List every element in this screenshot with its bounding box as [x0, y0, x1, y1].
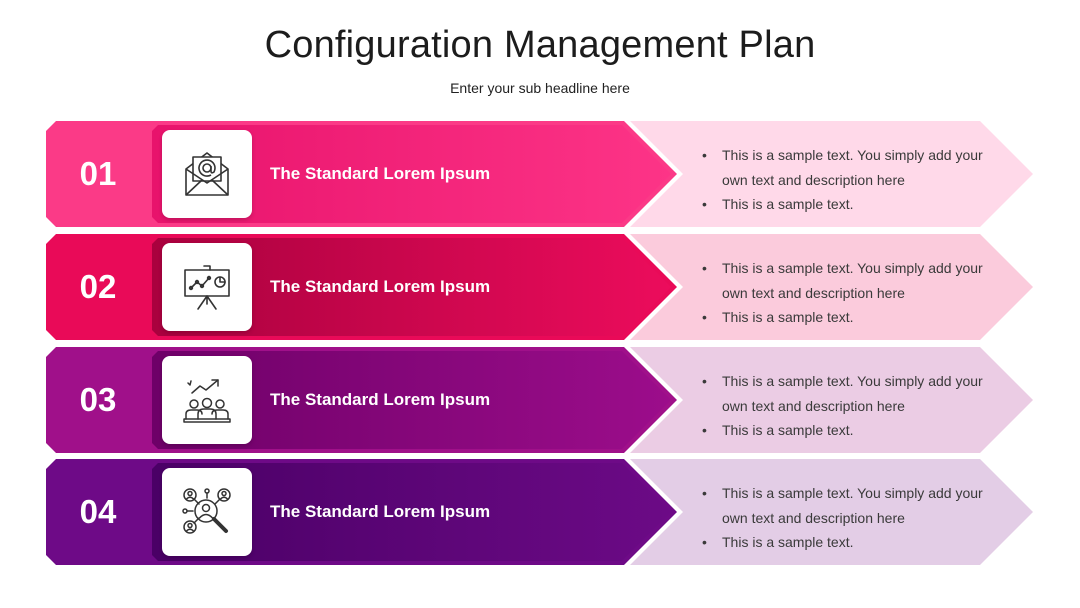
bullet-list: This is a sample text. You simply add yo… — [702, 369, 992, 443]
step-label: The Standard Lorem Ipsum — [270, 502, 491, 521]
step-row-2: 02 The Standard Lorem Ipsum This is a sa… — [0, 234, 1080, 340]
user-network-search-icon — [182, 488, 231, 534]
step-number: 02 — [79, 268, 117, 305]
icon-card — [162, 468, 252, 556]
bullet-item: This is a sample text. — [702, 530, 992, 555]
label-arrow — [152, 351, 671, 449]
email-icon — [185, 152, 229, 196]
label-arrow — [152, 463, 671, 561]
bullet-item: This is a sample text. — [702, 418, 992, 443]
icon-card — [162, 130, 252, 218]
presentation-chart-icon — [184, 265, 230, 310]
step-label: The Standard Lorem Ipsum — [270, 390, 491, 409]
step-number: 03 — [79, 381, 117, 418]
page-title: Configuration Management Plan — [264, 24, 816, 66]
step-row-4: 04 The Standard Lorem Ipsum This is a sa… — [0, 459, 1080, 565]
step-label: The Standard Lorem Ipsum — [270, 164, 491, 183]
bullet-item: This is a sample text. — [702, 192, 992, 217]
bullet-item: This is a sample text. You simply add yo… — [702, 481, 992, 530]
bullet-list: This is a sample text. You simply add yo… — [702, 481, 992, 555]
bullet-item: This is a sample text. You simply add yo… — [702, 256, 992, 305]
icon-card — [162, 356, 252, 444]
bullet-item: This is a sample text. — [702, 305, 992, 330]
bullet-list: This is a sample text. You simply add yo… — [702, 143, 992, 217]
bullet-item: This is a sample text. You simply add yo… — [702, 369, 992, 418]
bullet-list: This is a sample text. You simply add yo… — [702, 256, 992, 330]
step-number: 04 — [79, 493, 117, 530]
step-label: The Standard Lorem Ipsum — [270, 277, 491, 296]
bullet-item: This is a sample text. You simply add yo… — [702, 143, 992, 192]
team-growth-icon — [183, 379, 231, 423]
label-arrow — [152, 238, 671, 336]
page-subtitle: Enter your sub headline here — [450, 80, 630, 96]
step-row-3: 03 The Standard Lorem Ipsum This is a sa… — [0, 347, 1080, 453]
step-number: 01 — [79, 155, 117, 192]
label-arrow — [152, 125, 671, 223]
step-row-1: 01 The Standard Lorem Ipsum This is a sa… — [0, 121, 1080, 227]
icon-card — [162, 243, 252, 331]
